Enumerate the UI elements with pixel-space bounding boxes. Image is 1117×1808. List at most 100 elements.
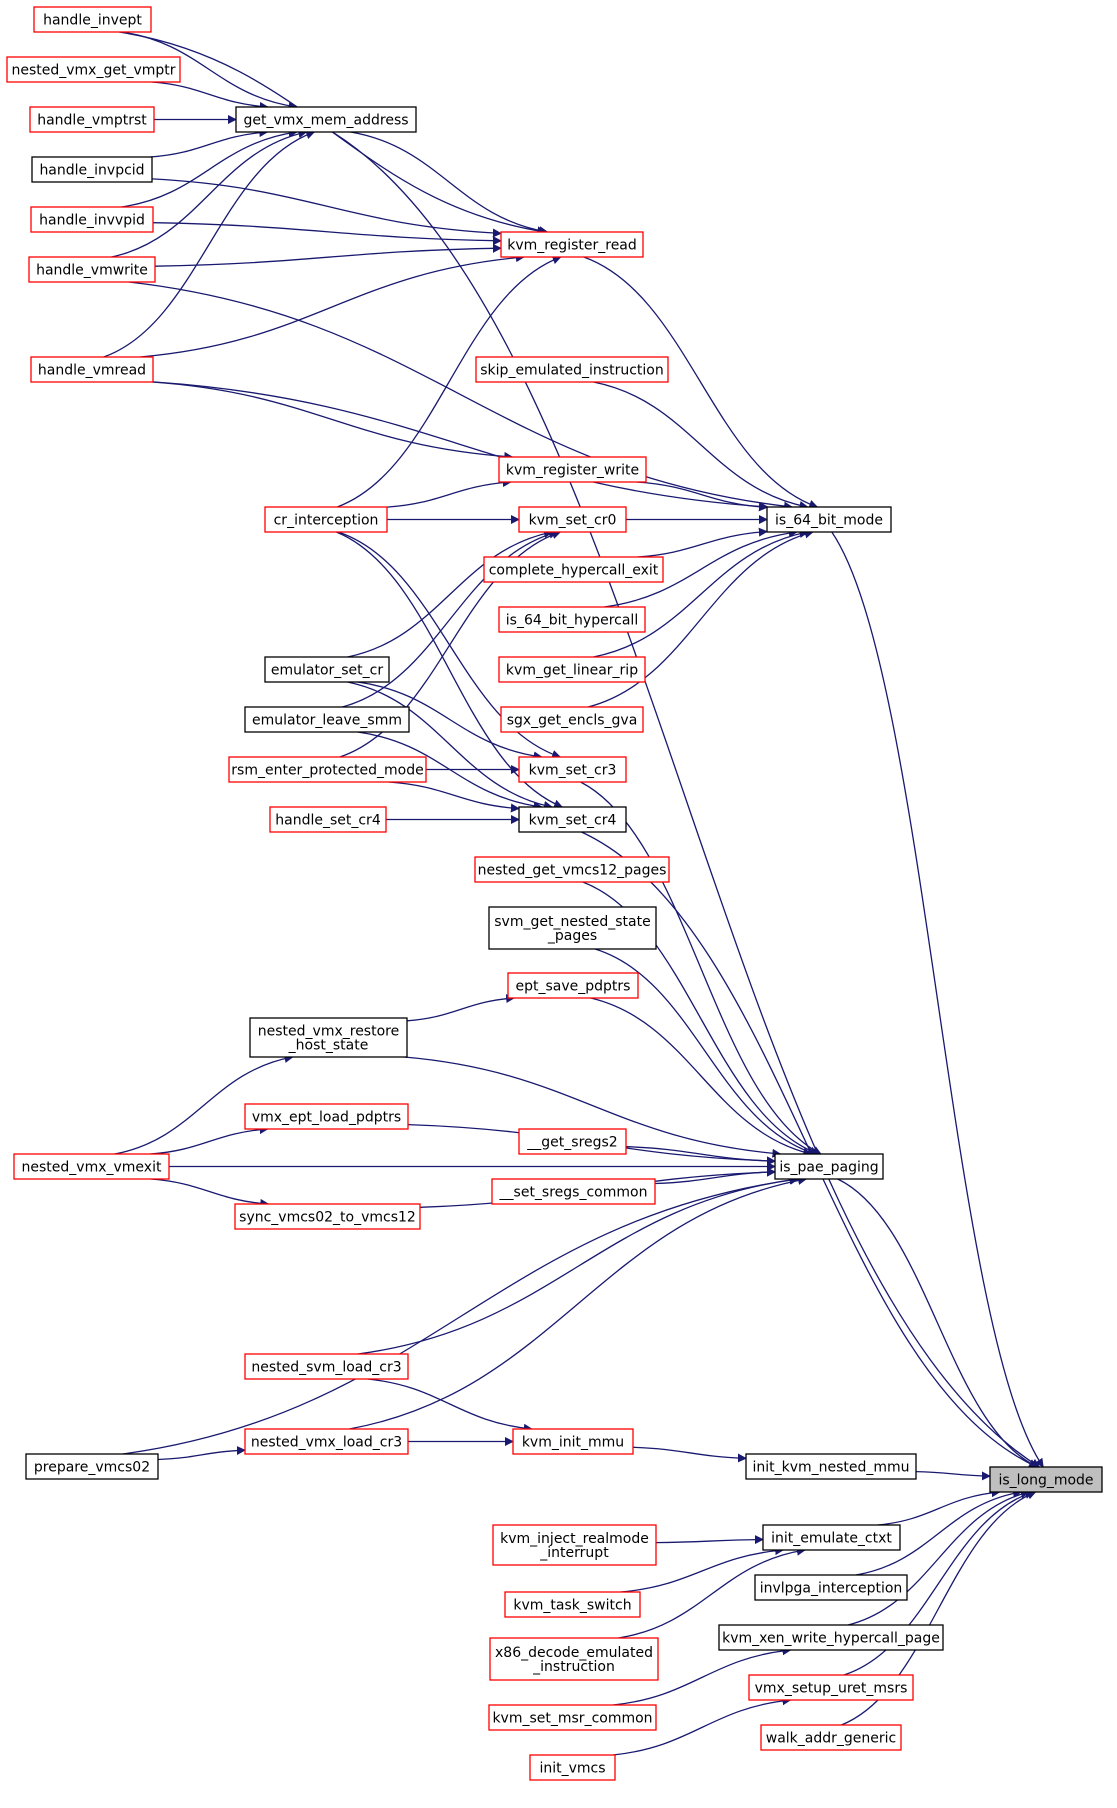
node-cr_interception[interactable]: cr_interception (264, 506, 388, 533)
node-complete_hypercall_exit[interactable]: complete_hypercall_exit (483, 556, 664, 583)
node-is_pae_paging[interactable]: is_pae_paging (774, 1153, 884, 1180)
node-sync_vmcs02_to_vmcs12[interactable]: sync_vmcs02_to_vmcs12 (234, 1203, 421, 1230)
edge-nested_svm_load_cr3-to-is_pae_paging (357, 1175, 799, 1355)
node-handle_vmptrst[interactable]: handle_vmptrst (29, 106, 155, 133)
edge-line (593, 381, 809, 510)
edge-handle_invvpid-to-get_vmx_mem_address (121, 128, 298, 208)
edge-line (632, 1446, 747, 1463)
node-box (244, 1103, 409, 1130)
node-kvm_register_write[interactable]: kvm_register_write (498, 456, 647, 483)
edge-line (122, 1175, 800, 1455)
node-label: skip_emulated_instruction (480, 363, 663, 379)
node-emulator_leave_smm[interactable]: emulator_leave_smm (244, 706, 410, 733)
node-is_long_mode[interactable]: is_long_mode (989, 1466, 1103, 1493)
node-kvm_task_switch[interactable]: kvm_task_switch (504, 1591, 641, 1618)
edge-line (831, 531, 1044, 1468)
node-nested_get_vmcs12_pages[interactable]: nested_get_vmcs12_pages (474, 856, 670, 883)
node-init_emulate_ctxt[interactable]: init_emulate_ctxt (762, 1524, 901, 1551)
edge-line (388, 781, 520, 813)
node-box (989, 1466, 1103, 1493)
node-kvm_register_read[interactable]: kvm_register_read (500, 231, 644, 258)
edge-line (350, 131, 549, 236)
edge-line (150, 128, 269, 158)
node-box (504, 1591, 641, 1618)
edge-line (150, 1178, 270, 1208)
node-label: kvm_set_msr_common (492, 1711, 652, 1727)
node-sgx_get_encls_gva[interactable]: sgx_get_encls_gva (500, 706, 644, 733)
node-box (244, 1353, 409, 1380)
node-init_vmcs[interactable]: init_vmcs (529, 1754, 616, 1781)
edge-nested_vmx_get_vmptr-to-get_vmx_mem_address (151, 81, 269, 111)
node-label: init_kvm_nested_mmu (752, 1460, 909, 1476)
node-nested_svm_load_cr3[interactable]: nested_svm_load_cr3 (244, 1353, 409, 1380)
node-handle_set_cr4[interactable]: handle_set_cr4 (269, 806, 387, 833)
node-label: handle_invept (43, 13, 142, 29)
node-handle_invpcid[interactable]: handle_invpcid (31, 156, 153, 183)
node-emulator_set_cr[interactable]: emulator_set_cr (264, 656, 390, 683)
node-kvm_set_cr3[interactable]: kvm_set_cr3 (518, 756, 627, 783)
node-rsm_enter_protected_mode[interactable]: rsm_enter_protected_mode (228, 756, 427, 783)
node-skip_emulated_instruction[interactable]: skip_emulated_instruction (475, 356, 669, 383)
node-label: walk_addr_generic (766, 1731, 896, 1747)
node-walk_addr_generic[interactable]: walk_addr_generic (760, 1724, 902, 1751)
node-prepare_vmcs02[interactable]: prepare_vmcs02 (25, 1453, 159, 1480)
node-svm_get_nested_state_pages[interactable]: svm_get_nested_state_pages (488, 906, 657, 950)
node-box (249, 1017, 408, 1058)
node-nested_vmx_vmexit[interactable]: nested_vmx_vmexit (13, 1153, 170, 1180)
node-kvm_set_msr_common[interactable]: kvm_set_msr_common (488, 1704, 657, 1731)
node-label: _pages (547, 928, 597, 944)
node-vmx_setup_uret_msrs[interactable]: vmx_setup_uret_msrs (748, 1674, 914, 1701)
edge-line (139, 253, 525, 358)
edge-line (625, 1146, 776, 1166)
edge-line (128, 281, 793, 511)
node-handle_vmread[interactable]: handle_vmread (30, 356, 154, 383)
node-box (518, 756, 627, 783)
node-is_64_bit_mode[interactable]: is_64_bit_mode (766, 506, 892, 533)
node-box (498, 456, 647, 483)
node-nested_vmx_restore_host_state[interactable]: nested_vmx_restore_host_state (249, 1017, 408, 1058)
node-handle_invept[interactable]: handle_invept (33, 6, 152, 33)
node-kvm_xen_write_hypercall_page[interactable]: kvm_xen_write_hypercall_page (718, 1624, 944, 1651)
node-label: kvm_inject_realmode (500, 1531, 649, 1547)
edge-line (332, 131, 1041, 1468)
edge-init_emulate_ctxt-to-is_long_mode (877, 1488, 1001, 1526)
node-label: invlpga_interception (760, 1581, 903, 1597)
node-vmx_ept_load_pdptrs[interactable]: vmx_ept_load_pdptrs (244, 1103, 409, 1130)
node-init_kvm_nested_mmu[interactable]: init_kvm_nested_mmu (745, 1453, 917, 1480)
node-ept_save_pdptrs[interactable]: ept_save_pdptrs (507, 972, 639, 999)
node-__get_sregs2[interactable]: __get_sregs2 (518, 1128, 627, 1155)
node-kvm_set_cr4[interactable]: kvm_set_cr4 (518, 806, 627, 833)
edge-handle_vmwrite-to-kvm_register_read (154, 243, 502, 267)
edge-handle_vmread-to-kvm_register_write (152, 381, 514, 461)
node-nested_vmx_load_cr3[interactable]: nested_vmx_load_cr3 (244, 1428, 409, 1455)
edge-line (837, 1178, 1039, 1468)
node-kvm_init_mmu[interactable]: kvm_init_mmu (512, 1428, 634, 1455)
edge-line (152, 381, 769, 511)
node-kvm_inject_realmode_interrupt[interactable]: kvm_inject_realmode_interrupt (492, 1524, 657, 1566)
node-kvm_set_cr0[interactable]: kvm_set_cr0 (518, 506, 627, 533)
node-invlpga_interception[interactable]: invlpga_interception (754, 1574, 908, 1601)
node-box (13, 1153, 170, 1180)
node-handle_vmwrite[interactable]: handle_vmwrite (28, 256, 156, 283)
node-box (766, 506, 892, 533)
node-__set_sregs_common[interactable]: __set_sregs_common (491, 1178, 656, 1205)
node-kvm_get_linear_rip[interactable]: kvm_get_linear_rip (498, 656, 646, 683)
edge-line (582, 881, 820, 1156)
edge-line (338, 531, 562, 759)
edge-line (154, 243, 502, 267)
edge-cr_interception-to-kvm_set_cr3 (338, 531, 562, 759)
edge-line (121, 128, 298, 208)
edge-walk_addr_generic-to-is_long_mode (841, 1490, 1037, 1726)
node-box (760, 1724, 902, 1751)
node-is_64_bit_hypercall[interactable]: is_64_bit_hypercall (498, 606, 646, 633)
node-nested_vmx_get_vmptr[interactable]: nested_vmx_get_vmptr (6, 56, 181, 83)
node-box (518, 1128, 627, 1155)
node-label: kvm_set_cr4 (529, 813, 617, 829)
edge-nested_get_vmcs12_pages-to-is_pae_paging (582, 881, 820, 1156)
edge-line (386, 478, 512, 508)
node-x86_decode_emulated_instruction[interactable]: x86_decode_emulated_instruction (489, 1637, 659, 1681)
node-handle_invvpid[interactable]: handle_invvpid (30, 206, 154, 233)
node-get_vmx_mem_address[interactable]: get_vmx_mem_address (235, 106, 417, 133)
edge-line (151, 178, 502, 238)
